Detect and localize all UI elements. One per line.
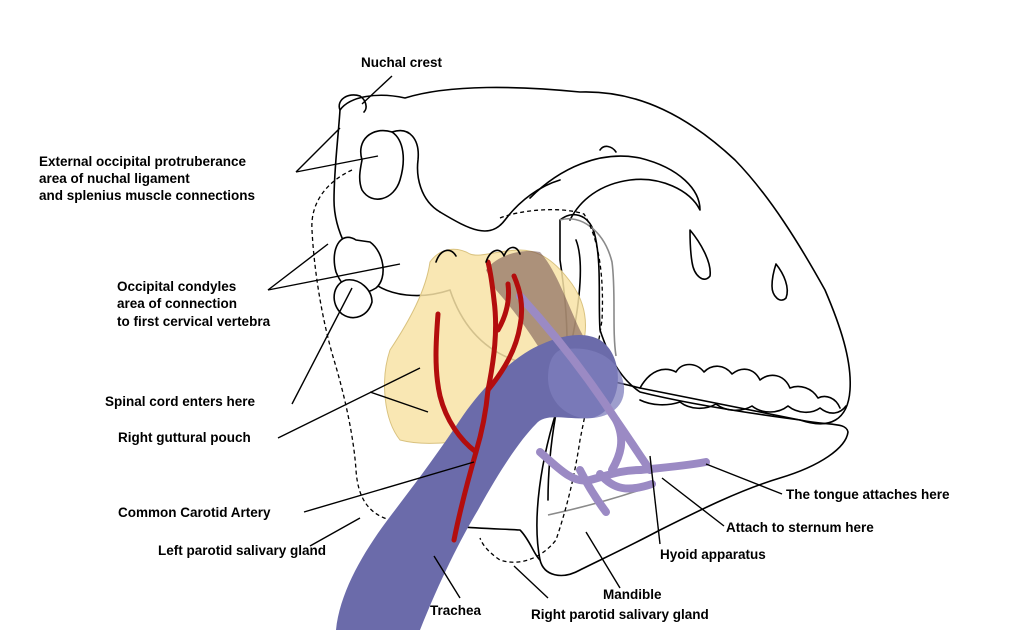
leader-trachea — [433, 555, 461, 599]
mandible-grey-edge — [559, 218, 617, 357]
leader-right-parotid — [513, 565, 549, 599]
hyoid-branch-1 — [536, 448, 644, 485]
hyoid-stylohyoid — [516, 292, 654, 474]
label-occipital-condyles-2: area of connection — [117, 296, 237, 311]
carotid-branch-mid — [485, 259, 499, 393]
lower-teeth — [639, 399, 847, 414]
leader-sternum — [661, 477, 725, 527]
labels: Nuchal crest External occipital protrube… — [39, 55, 950, 622]
right-parotid-outline — [479, 208, 604, 563]
label-nuchal-crest: Nuchal crest — [361, 55, 443, 70]
hyoid-lingual — [636, 458, 710, 474]
skull-outline — [333, 86, 852, 425]
leader-left-parotid — [309, 517, 361, 547]
skull — [333, 86, 852, 425]
label-common-carotid: Common Carotid Artery — [118, 505, 271, 520]
zygomatic-arch — [599, 145, 617, 153]
upper-teeth — [639, 363, 841, 409]
hyoid-branch-2 — [576, 466, 610, 516]
label-right-guttural-pouch: Right guttural pouch — [118, 430, 251, 445]
skull-base-notch — [435, 246, 521, 263]
label-occipital-condyles-1: Occipital condyles — [117, 279, 236, 294]
carotid-artery — [433, 259, 525, 543]
occipital-ridge — [391, 129, 441, 213]
hyoid-apparatus — [516, 292, 710, 516]
occipital-condyle-lower — [333, 279, 373, 319]
occipital-fossa — [358, 129, 405, 200]
carotid-branch-left — [433, 311, 479, 455]
label-trachea: Trachea — [430, 603, 482, 618]
carotid-branch-right — [485, 273, 525, 393]
label-external-occipital-3: and splenius muscle connections — [39, 188, 255, 203]
label-left-parotid: Left parotid salivary gland — [158, 543, 326, 558]
trachea — [336, 335, 618, 630]
leader-mandible — [585, 531, 621, 589]
leader-guttural-pouch-b — [369, 391, 429, 413]
left-parotid-outline — [311, 169, 401, 523]
hyoid-thyro — [608, 416, 626, 474]
leader-tongue — [705, 463, 783, 495]
leader-nuchal-crest — [361, 75, 393, 105]
hyoid-branch-3 — [596, 470, 656, 493]
mandible-grey-lower — [547, 489, 641, 516]
leader-external-occipital-b — [295, 155, 379, 173]
label-mandible: Mandible — [603, 587, 662, 602]
label-external-occipital-1: External occipital protruberance — [39, 154, 247, 169]
label-occipital-condyles-3: to first cervical vertebra — [117, 314, 271, 329]
carotid-branch-fine — [495, 281, 511, 333]
facial-crest-1 — [689, 229, 711, 280]
leader-external-occipital — [295, 127, 341, 173]
label-tongue: The tongue attaches here — [786, 487, 950, 502]
label-external-occipital-2: area of nuchal ligament — [39, 171, 190, 186]
nuchal-crest-shape — [338, 94, 367, 113]
leader-guttural-pouch-a — [277, 367, 421, 439]
label-right-parotid: Right parotid salivary gland — [531, 607, 709, 622]
leader-condyle-b — [267, 263, 401, 291]
label-hyoid: Hyoid apparatus — [660, 547, 766, 562]
label-sternum: Attach to sternum here — [726, 520, 874, 535]
leader-hyoid — [649, 455, 661, 545]
leader-carotid — [303, 461, 475, 513]
label-spinal-cord: Spinal cord enters here — [105, 394, 256, 409]
facial-crest-2 — [771, 263, 789, 301]
leader-condyle-a — [267, 243, 329, 291]
orbit-arch — [529, 155, 701, 221]
leader-spinal-cord — [291, 287, 353, 405]
leader-lines — [267, 75, 783, 599]
